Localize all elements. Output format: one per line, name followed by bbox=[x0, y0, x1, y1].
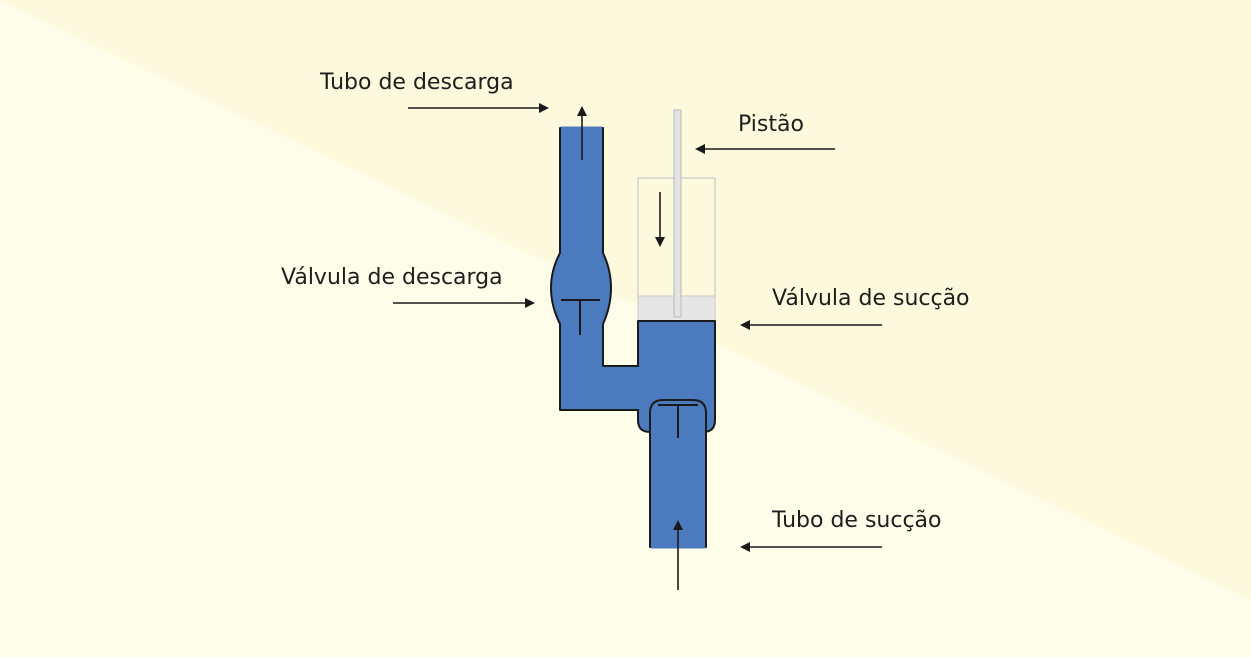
label-pistao: Pistão bbox=[738, 112, 804, 137]
label-valvula-succao: Válvula de sucção bbox=[772, 286, 970, 311]
label-tubo-descarga: Tubo de descarga bbox=[320, 70, 514, 95]
label-tubo-succao: Tubo de sucção bbox=[772, 508, 942, 533]
background-diagonal-band bbox=[0, 0, 1251, 600]
piston-rod bbox=[673, 109, 682, 318]
label-valvula-descarga: Válvula de descarga bbox=[281, 265, 503, 290]
water-suction-tube bbox=[649, 399, 707, 548]
